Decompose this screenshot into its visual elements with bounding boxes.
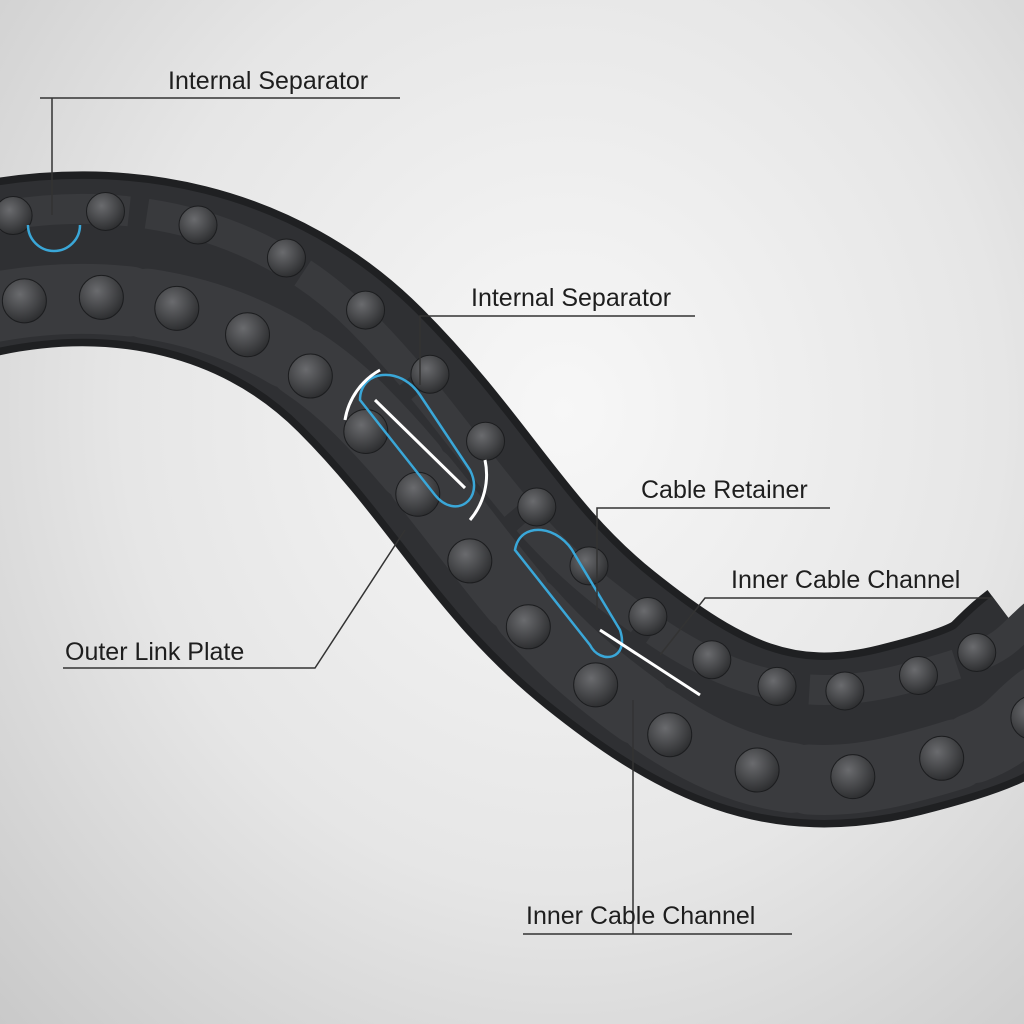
pin — [343, 409, 389, 455]
pin — [573, 662, 619, 708]
label-inner-cable-channel-right: Inner Cable Channel — [731, 566, 961, 594]
leader-inner-cable-channel-bottom — [523, 700, 792, 935]
pin — [447, 538, 493, 584]
pin — [898, 655, 938, 695]
label-outer-link-plate: Outer Link Plate — [65, 638, 245, 666]
pin — [78, 274, 124, 320]
leader-inner-cable-channel-right — [659, 597, 993, 656]
separator-highlight — [358, 373, 476, 508]
pin — [85, 191, 125, 231]
pin — [830, 754, 876, 800]
pin — [410, 354, 450, 394]
pin — [154, 285, 200, 331]
pin — [692, 640, 732, 680]
label-internal-separator-mid: Internal Separator — [471, 284, 672, 312]
pin — [266, 238, 306, 278]
pin — [1010, 697, 1024, 739]
label-inner-cable-channel-bottom: Inner Cable Channel — [526, 902, 756, 930]
pin — [919, 735, 965, 781]
pin — [505, 604, 551, 650]
label-internal-separator-top: Internal Separator — [168, 67, 369, 95]
chain-pins — [0, 191, 1024, 800]
pin — [466, 421, 506, 461]
pin — [825, 671, 865, 711]
pin — [757, 666, 797, 706]
pin — [1, 278, 47, 324]
leader-lines — [40, 97, 993, 935]
leader-internal-separator-top — [40, 97, 400, 215]
pin — [287, 353, 333, 399]
pin — [734, 747, 780, 793]
pin — [225, 312, 271, 358]
leader-cable-retainer — [596, 507, 830, 610]
leader-internal-separator-mid — [419, 315, 695, 385]
pin — [628, 597, 668, 637]
top-pin-highlight — [26, 224, 82, 253]
pin — [346, 290, 386, 330]
pin — [0, 196, 33, 236]
pin — [517, 487, 557, 527]
pin — [178, 205, 218, 245]
pin — [647, 712, 693, 758]
label-cable-retainer: Cable Retainer — [641, 476, 808, 504]
pin — [569, 546, 609, 586]
motion-arrows — [343, 368, 701, 697]
pin — [957, 633, 997, 673]
leader-outer-link-plate — [63, 529, 406, 669]
